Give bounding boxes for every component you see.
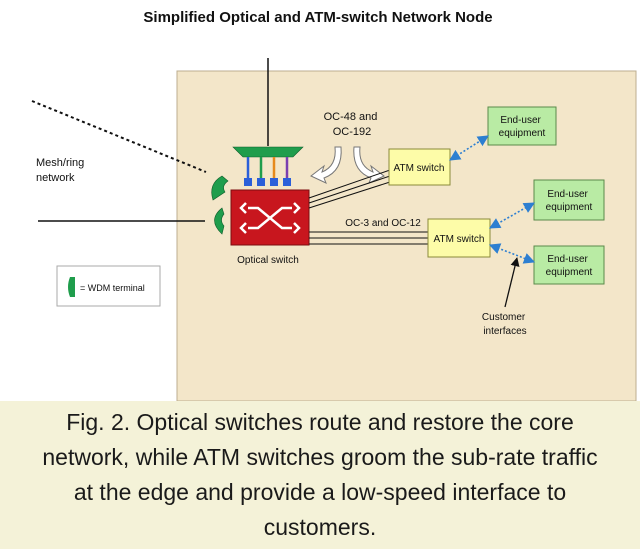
end-user-equipment-1 (487, 106, 557, 146)
arrow-atm1-enduser1 (449, 135, 489, 161)
atm-switch-1-label: ATM switch (394, 163, 445, 174)
diagram-title: Simplified Optical and ATM-switch Networ… (143, 9, 492, 26)
oc-low-label: OC-3 and OC-12 (345, 218, 421, 229)
arrow-atm2-enduser2 (489, 202, 535, 229)
atm-switch-2 (427, 218, 491, 258)
link-optical-atm1-c (308, 181, 391, 209)
link-optical-atm1-b (308, 175, 391, 204)
oc-high-arrow-left (310, 146, 342, 184)
fiber-port-3 (270, 178, 278, 186)
wdm-terminal-left-lower (214, 207, 225, 235)
caption-line-2: network, while ATM switches groom the su… (42, 444, 598, 470)
figure-caption: Fig. 2. Optical switches route and resto… (0, 401, 640, 549)
legend-label: = WDM terminal (80, 283, 145, 293)
atm-switch-1 (388, 148, 451, 186)
legend-wdm-terminal-icon (68, 277, 75, 297)
link-optical-atm1-a (308, 169, 391, 199)
oc-high-arrow-right (353, 146, 385, 184)
fiber-port-1 (244, 178, 252, 186)
end-user-equipment-2 (533, 179, 605, 221)
customer-interfaces-label: Customer interfaces (482, 312, 528, 337)
optical-switch-label: Optical switch (237, 255, 299, 266)
caption-line-3: at the edge and provide a low-speed inte… (73, 479, 567, 505)
caption-line-4: customers. (263, 514, 377, 540)
caption-line-1: Fig. 2. Optical switches route and resto… (66, 409, 574, 435)
arrow-customer-interfaces (504, 257, 520, 308)
fiber-port-4 (283, 178, 291, 186)
mesh-link-dashed (31, 100, 207, 173)
oc-high-label: OC-48 and OC-192 (324, 111, 381, 138)
end-user-3-label: End-user equipment (546, 254, 593, 278)
atm-switch-2-label: ATM switch (434, 234, 485, 245)
mesh-network-label: Mesh/ring network (36, 157, 87, 184)
end-user-2-label: End-user equipment (546, 189, 593, 213)
end-user-equipment-3 (533, 245, 605, 285)
wdm-terminal-left-upper (211, 175, 229, 201)
optical-switch-cross-icon (239, 202, 301, 234)
fiber-port-2 (257, 178, 265, 186)
wdm-terminal-top (232, 146, 304, 158)
end-user-1-label: End-user equipment (499, 115, 546, 139)
